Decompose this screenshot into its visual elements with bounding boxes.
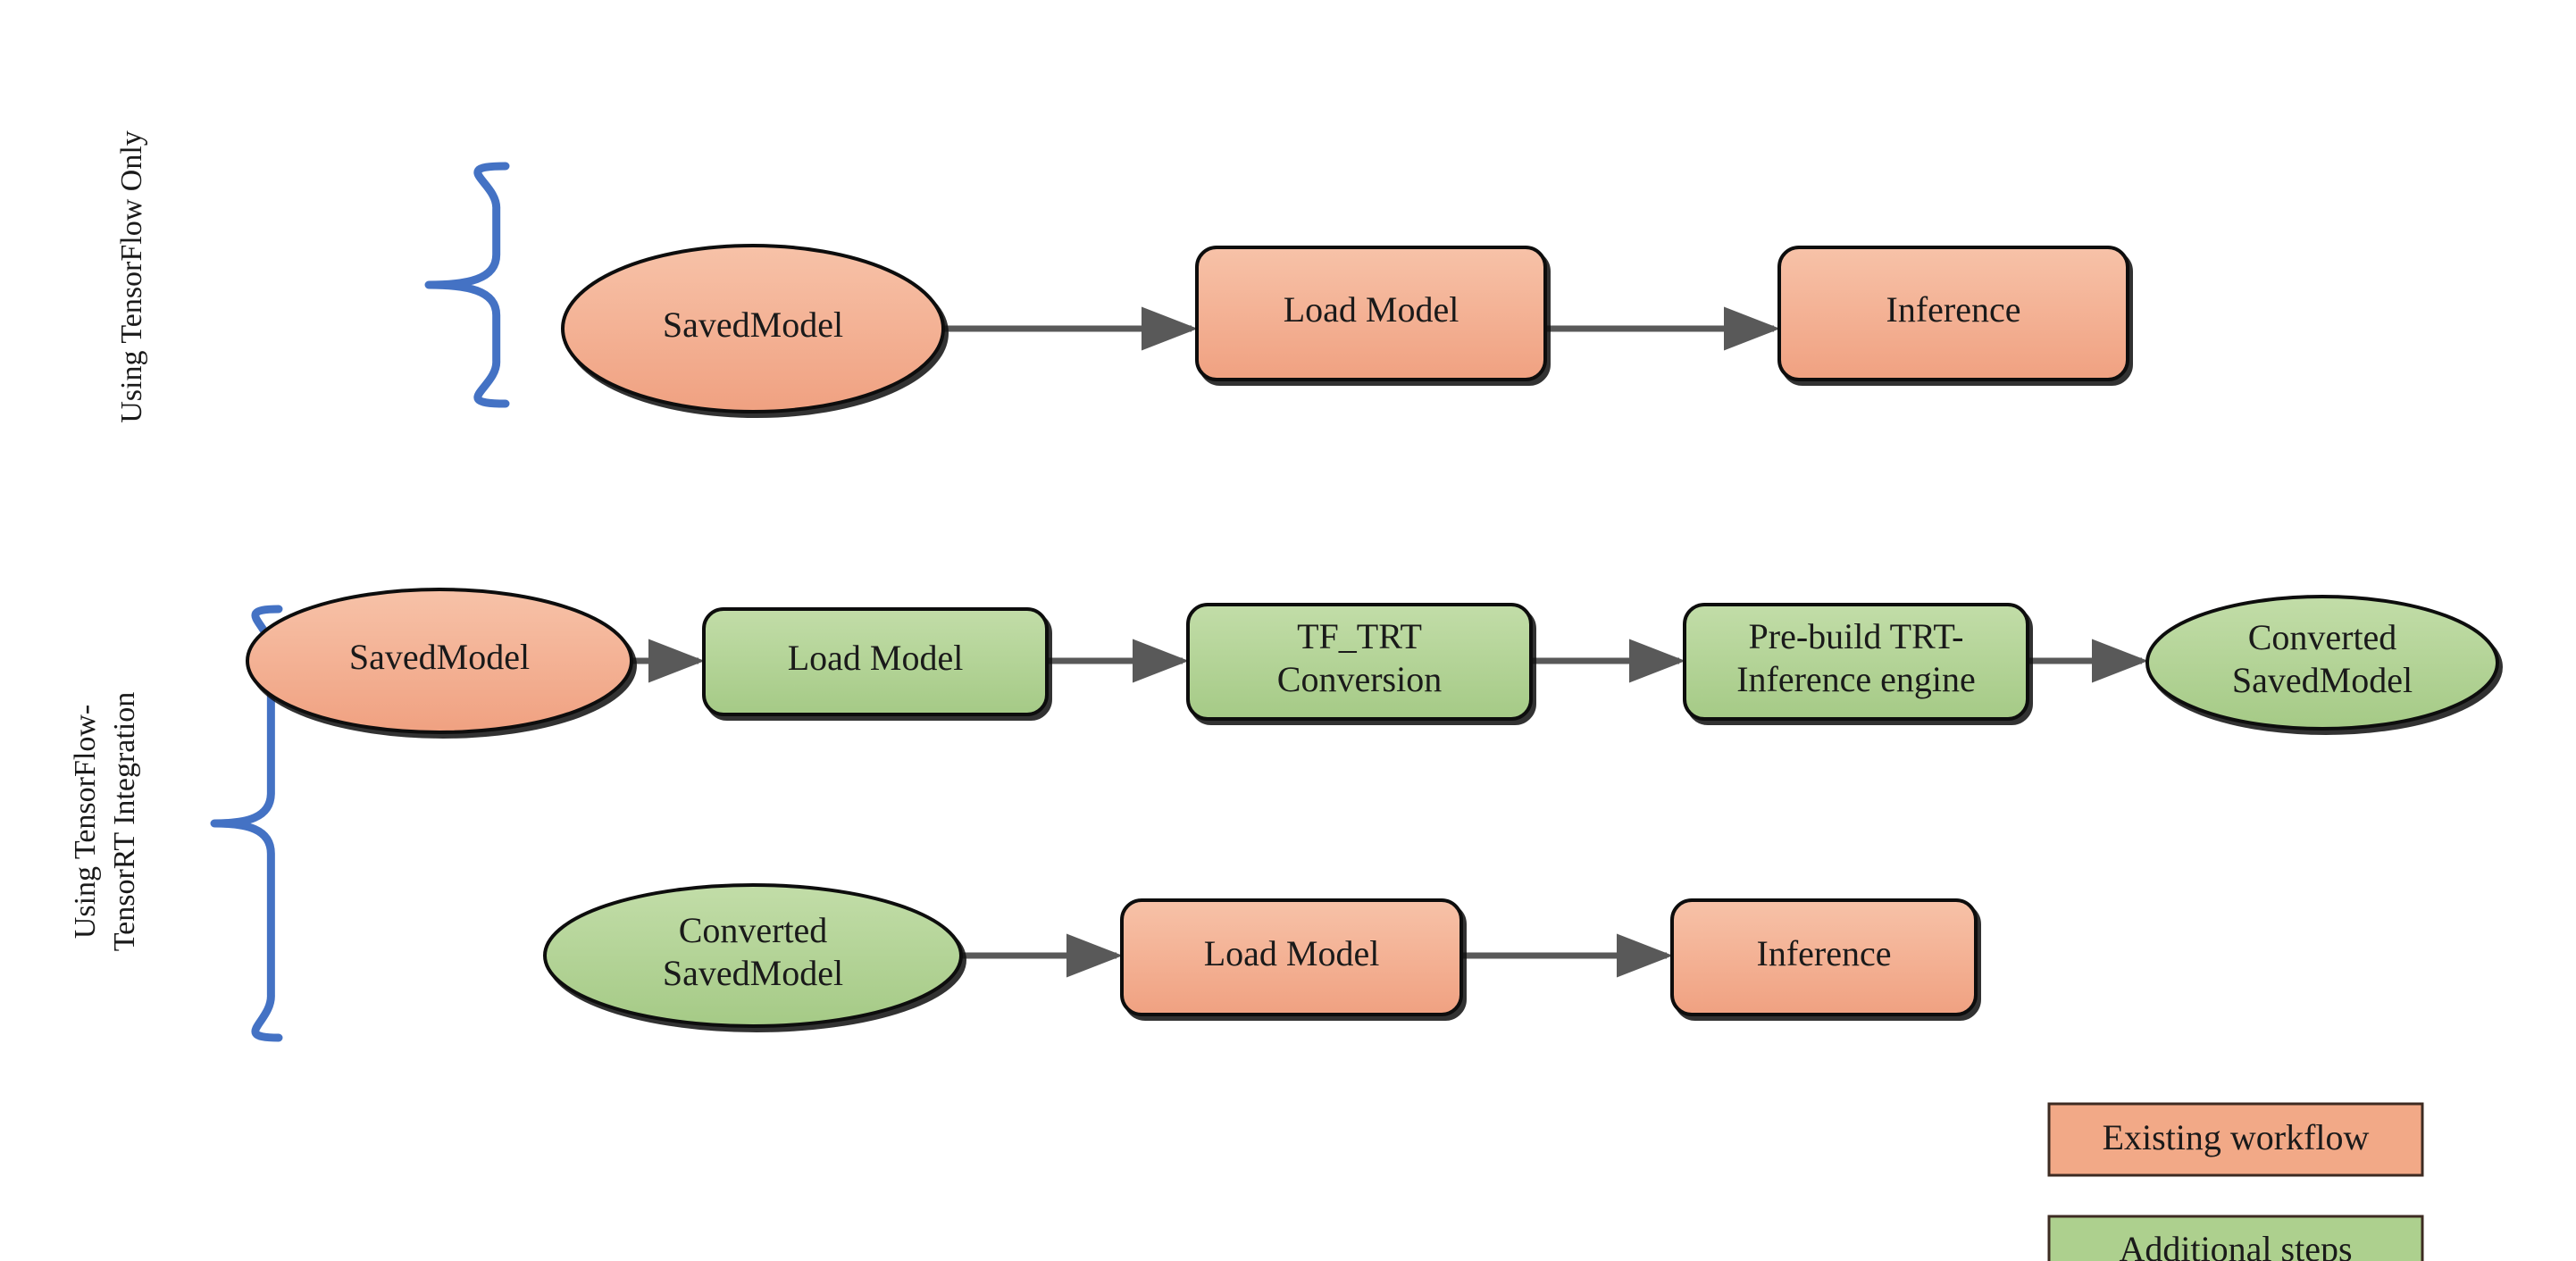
svg-text:Using TensorFlow-TensorRT Inte: Using TensorFlow-TensorRT Integration: [69, 692, 141, 952]
brace-group-tf-trt: [210, 605, 283, 1042]
legend-additional: [2047, 1215, 2424, 1261]
group-label-group-tf-trt: Using TensorFlow-TensorRT Integration: [69, 692, 141, 952]
node-label: Inference: [1886, 289, 2021, 330]
node-load-model[interactable]: [1195, 246, 1547, 381]
node-converted-savedmodel[interactable]: [2145, 595, 2499, 731]
node-inference[interactable]: [1670, 898, 1978, 1016]
brace-group-tf-only: [424, 162, 510, 408]
node-label: Load Model: [1204, 933, 1380, 973]
legend-existing: [2047, 1102, 2424, 1177]
node-savedmodel[interactable]: [561, 244, 945, 413]
node-pre-build-trt-inference-engine[interactable]: [1683, 603, 2029, 721]
node-label: Inference: [1757, 933, 1892, 973]
group-braces: [210, 162, 510, 1042]
svg-text:Using TensorFlow Only: Using TensorFlow Only: [115, 130, 148, 423]
node-savedmodel[interactable]: [246, 588, 633, 734]
node-label: Pre-build TRT-Inference engine: [1736, 616, 1976, 699]
node-label: Load Model: [788, 638, 964, 678]
group-label-group-tf-only: Using TensorFlow Only: [115, 130, 148, 423]
node-tf-trt-conversion[interactable]: [1186, 603, 1533, 721]
legend-additional-label: Additional steps: [2119, 1229, 2352, 1261]
node-inference[interactable]: [1777, 246, 2129, 381]
edges: [631, 306, 2148, 978]
node-load-model[interactable]: [702, 607, 1049, 716]
node-label: SavedModel: [349, 637, 530, 677]
node-label: Load Model: [1284, 289, 1459, 330]
node-load-model[interactable]: [1120, 898, 1463, 1016]
legend-existing-label: Existing workflow: [2103, 1117, 2370, 1157]
node-converted-savedmodel[interactable]: [543, 883, 963, 1028]
node-label: SavedModel: [663, 305, 843, 345]
